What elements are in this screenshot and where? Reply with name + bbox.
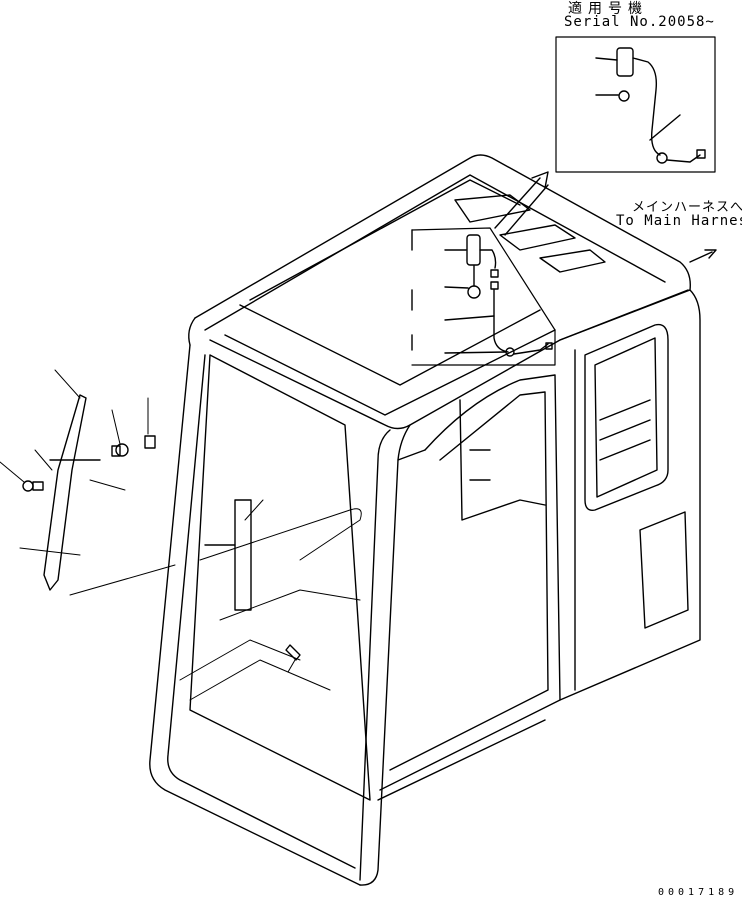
serial-applicable-label: 適用号機 bbox=[568, 1, 648, 17]
leader-lines bbox=[0, 369, 296, 673]
cab-front-frame bbox=[149, 344, 546, 886]
cab-roof bbox=[188, 154, 691, 430]
cab-interior bbox=[179, 508, 362, 701]
arrow-to-inset bbox=[494, 171, 549, 236]
wiper-assembly bbox=[22, 394, 301, 661]
inset-roof-detail bbox=[411, 227, 556, 366]
serial-number-label: Serial No.20058~ bbox=[564, 14, 715, 30]
drawing-number: 00017189 bbox=[658, 887, 739, 898]
harness-label-jp: メインハーネスへ bbox=[632, 200, 742, 215]
arrow-to-harness bbox=[689, 249, 717, 263]
cab-side-frame bbox=[379, 374, 561, 791]
harness-label-en: To Main Harness bbox=[616, 213, 742, 229]
cab-door bbox=[559, 289, 701, 701]
inset-serial-detail bbox=[555, 36, 716, 173]
